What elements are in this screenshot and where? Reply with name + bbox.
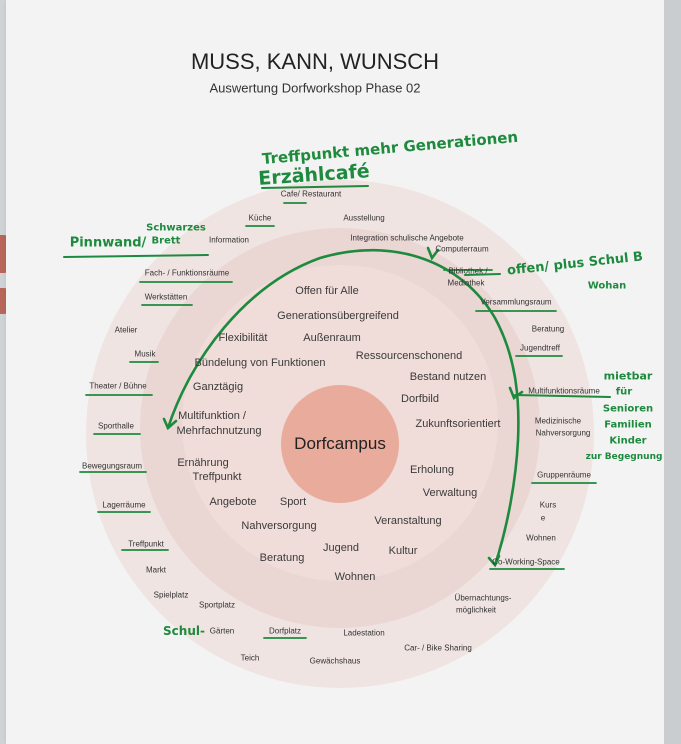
arrow-head-bottom [487,554,501,568]
muss-item: Flexibilität [218,332,268,344]
muss-item: Bestand nutzen [409,371,487,383]
core-circle [281,385,399,503]
kann-item: Multifunktionsräume [528,386,600,396]
handwritten-note: Wohan [587,280,627,292]
kann-item: Spielplatz [153,590,189,600]
muss-item: Ressourcenschonend [355,350,463,362]
handwritten-note: zur Begegnung [585,452,663,462]
handwritten-note: Brett [151,235,181,247]
muss-item: Beratung [259,552,305,564]
kann-item: Integration schulische Angebote [350,233,464,243]
poster-subtitle: Auswertung Dorfworkshop Phase 02 [209,80,421,96]
handwritten-note: mietbar [603,369,653,383]
kann-item: Gewächshaus [309,656,361,666]
muss-item: Kultur [388,545,418,557]
muss-item: Generationsübergreifend [277,310,399,322]
kann-item: Beratung [531,324,565,334]
wall-right [664,0,681,744]
muss-item: Sport [279,496,307,508]
green-arc [166,248,520,567]
kann-item: Sporthalle [97,421,135,431]
handwritten-note: Kinder [609,435,647,447]
kann-item: Car- / Bike Sharing [404,643,472,653]
kann-item: Markt [146,565,166,575]
muss-item: Offen für Alle [295,285,359,297]
handwriting-underline [63,254,209,258]
kann-item: Versammlungsraum [480,297,552,307]
kann-item: Werkstätten [144,292,188,302]
kann-item: Cafe/ Restaurant [280,189,342,199]
handwritten-note: Familien [604,419,652,431]
arrow-head-left [162,417,178,431]
muss-item: Veranstaltung [374,515,442,527]
kann-item: Theater / Bühne [89,381,147,391]
muss-item: Multifunktion / [178,410,246,422]
kann-item: Jugendtreff [520,343,560,353]
kann-item: Ausstellung [343,213,385,223]
muss-item: Treffpunkt [192,471,242,483]
kann-item: Dorfplatz [268,626,302,636]
handwritten-note: Schwarzes [146,222,206,234]
kann-item: Fach- / Funktionsräume [144,268,230,278]
kann-item: Bibliothek / [448,266,488,276]
kann-item: Ladestation [343,628,385,638]
kann-item: Co-Working-Space [492,557,560,567]
kann-item: Computerraum [435,244,489,254]
kann-item: Atelier [114,325,138,335]
kann-item: Sportplatz [198,600,236,610]
kann-item: Treffpunkt [128,539,164,549]
kann-item: Kurs [539,500,557,510]
kann-item: Wohnen [526,533,556,543]
handwriting-underline [261,185,369,189]
muss-item: Wohnen [334,571,376,583]
muss-item: Bündelung von Funktionen [194,357,326,369]
handwritten-note: Schul- [163,624,205,638]
kann-item: e [540,513,546,523]
kann-item: möglichkeit [455,605,497,615]
kann-item: Musik [134,349,156,359]
kann-item: Gärten [209,626,235,636]
muss-item: Dorfbild [401,393,439,405]
handwritten-note: Pinnwand/ [69,235,147,251]
handwriting-underline [464,273,501,276]
kann-item: Teich [240,653,260,663]
muss-item: Erholung [409,464,455,476]
handwriting-underline [514,394,611,398]
muss-item: Nahversorgung [241,520,317,532]
center-label: Dorfcampus [294,434,386,453]
handwritten-note: für [615,386,633,398]
kann-item: Übernachtungs- [454,593,512,603]
muss-item: Jugend [322,542,360,554]
muss-item: Mehrfachnutzung [176,425,262,437]
kann-item: Information [208,235,250,245]
kann-item: Gruppenräume [537,470,591,480]
kann-item: Mediathek [447,278,485,288]
kann-item: Medizinische [534,416,582,426]
arrow-head-mid [426,246,440,261]
muss-item: Ernährung [177,457,229,469]
muss-item: Außenraum [303,332,361,344]
kann-item: Küche [248,213,272,223]
handwritten-note: Senioren [602,403,654,415]
finger [0,235,10,273]
kann-item: Lagerräume [102,500,146,510]
muss-item: Angebote [209,496,257,508]
kann-item: Bewegungsraum [81,461,143,471]
poster-title: MUSS, KANN, WUNSCH [190,49,440,74]
muss-item: Ganztägig [192,381,244,393]
finger [0,288,10,314]
wall-left [0,0,8,744]
kann-item: Nahversorgung [535,428,591,438]
muss-item: Verwaltung [422,487,478,499]
arrow-head-right [508,386,524,401]
muss-item: Zukunftsorientiert [415,418,501,430]
